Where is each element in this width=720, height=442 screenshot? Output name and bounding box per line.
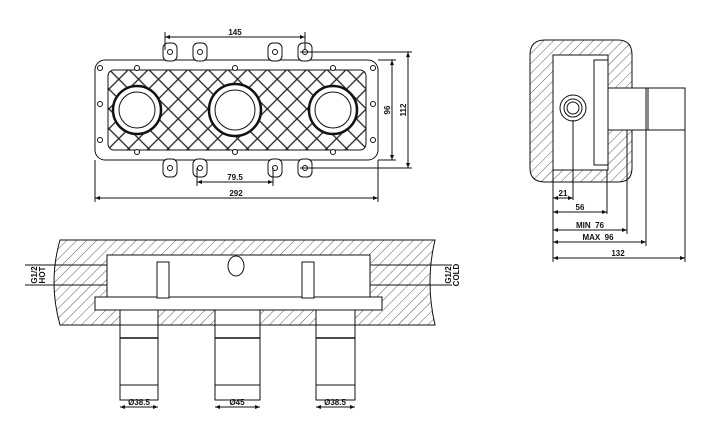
screw-icon bbox=[330, 149, 336, 155]
pipe bbox=[315, 309, 356, 401]
screw-icon bbox=[97, 101, 103, 107]
dim-79-5: 79.5 bbox=[227, 173, 243, 182]
dia-center: Ø45 bbox=[229, 398, 245, 407]
dim-56: 56 bbox=[576, 203, 585, 212]
screw-icon bbox=[370, 65, 376, 71]
dim-max-96: MAX 96 bbox=[582, 233, 614, 242]
screw-icon bbox=[330, 65, 336, 71]
valve-port-inner bbox=[118, 91, 156, 129]
hot-label: HOT bbox=[38, 266, 47, 283]
dim-21: 21 bbox=[559, 189, 568, 198]
dim-112: 112 bbox=[399, 103, 408, 116]
pipe bbox=[119, 309, 159, 401]
screw-icon bbox=[232, 149, 238, 155]
screw-icon bbox=[370, 137, 376, 143]
dim-96: 96 bbox=[383, 105, 392, 114]
hot-label-thread: G1/2 bbox=[30, 266, 39, 284]
pipe bbox=[214, 309, 261, 401]
screw-icon bbox=[134, 149, 140, 155]
screw-icon bbox=[370, 101, 376, 107]
dim-132: 132 bbox=[611, 249, 625, 258]
screw-icon bbox=[97, 137, 103, 143]
screw-icon bbox=[134, 65, 140, 71]
screw-icon bbox=[197, 165, 203, 171]
valve-port-inner bbox=[214, 89, 256, 131]
screw-icon bbox=[167, 165, 173, 171]
screw-icon bbox=[197, 49, 203, 55]
dim-min-76: MIN 76 bbox=[576, 221, 605, 230]
dim-145: 145 bbox=[228, 28, 242, 37]
plate-outline bbox=[94, 59, 379, 161]
dim-292: 292 bbox=[229, 189, 243, 198]
valve-port-inner bbox=[314, 91, 352, 129]
dia-right: Ø38.5 bbox=[324, 398, 346, 407]
section-view: G1/2 HOT G1/2 COLD Ø38.5 Ø45 Ø38.5 bbox=[25, 239, 461, 409]
side-view: 21 56 MIN 76 MAX 96 132 bbox=[529, 39, 686, 262]
cold-label-thread: G1/2 bbox=[444, 266, 453, 284]
screw-icon bbox=[167, 49, 173, 55]
screw-icon bbox=[97, 65, 103, 71]
cold-label: COLD bbox=[452, 263, 461, 286]
screw-icon bbox=[232, 65, 238, 71]
top-view: 145 79.5 292 96 112 bbox=[94, 28, 412, 202]
dia-left: Ø38.5 bbox=[128, 398, 150, 407]
screw-icon bbox=[272, 49, 278, 55]
